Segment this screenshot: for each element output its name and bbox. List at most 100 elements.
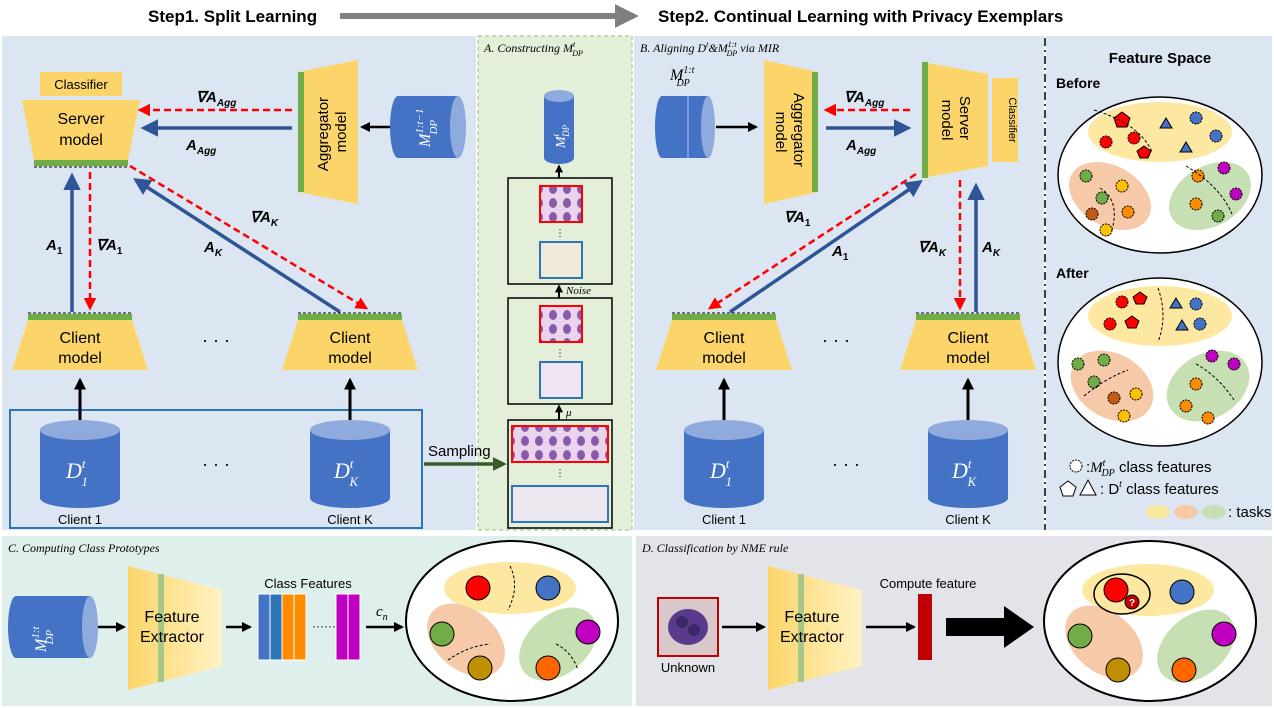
svg-text:Extractor: Extractor	[140, 629, 205, 646]
svg-text:A1: A1	[831, 243, 849, 263]
grad-ak-label: ∇AK	[250, 209, 279, 229]
step2-title: Step2. Continual Learning with Privacy E…	[658, 7, 1063, 26]
svg-text:∇AAgg: ∇AAgg	[844, 89, 884, 109]
svg-text:∇A1: ∇A1	[784, 209, 811, 229]
feature-space-title: Feature Space	[1109, 50, 1212, 67]
client-model-k: Client model	[282, 312, 418, 370]
svg-text:Client 1: Client 1	[702, 512, 746, 527]
svg-text:······: ······	[312, 619, 336, 633]
step1-title: Step1. Split Learning	[148, 7, 317, 26]
question-mark: ?	[1129, 598, 1135, 609]
before-points	[1079, 109, 1243, 237]
ak-label: AK	[203, 239, 223, 259]
sampled-images-box	[507, 419, 613, 529]
aggregator-shape-b	[764, 60, 818, 204]
panel-c-title: C. Computing Class Prototypes	[8, 541, 160, 555]
noise-label: Noise	[565, 285, 591, 297]
svg-text:model: model	[328, 350, 372, 367]
svg-text:· · ·: · · ·	[832, 454, 860, 474]
svg-text:: Dt class features: : Dt class features	[1100, 479, 1219, 498]
panel-d: D. Classification by NME rule Unknown Fe…	[641, 540, 1257, 702]
feature-extractor-d	[768, 566, 862, 690]
svg-text:Client K: Client K	[945, 512, 991, 527]
svg-text:Feature: Feature	[784, 609, 839, 626]
svg-text:Aggregator model: Aggregator model	[772, 93, 807, 171]
classifier-label: Classifier	[54, 77, 108, 92]
svg-text:· · ·: · · ·	[822, 330, 850, 350]
server-model-shape-b	[922, 62, 988, 178]
client-model-1-b: Client model	[656, 312, 792, 370]
svg-text:Feature: Feature	[144, 609, 199, 626]
svg-text:Dt1: Dt1	[709, 456, 732, 489]
svg-text:Dt1: Dt1	[65, 456, 88, 489]
aggregator-label: Aggregator model	[315, 93, 350, 171]
svg-text:Extractor: Extractor	[780, 629, 845, 646]
memory-stack-cylinders	[655, 96, 715, 158]
svg-text:∇AK: ∇AK	[918, 239, 947, 259]
noisy-exemplar-box	[507, 177, 613, 285]
svg-text:DtK: DtK	[333, 456, 360, 489]
unknown-feature-bar	[918, 594, 932, 660]
svg-text:⋮: ⋮	[555, 468, 565, 479]
legend-dashed-circle-icon	[1069, 459, 1083, 473]
a1-label: A1	[45, 237, 63, 257]
svg-text:DtK: DtK	[951, 456, 978, 489]
svg-text:Server model: Server model	[938, 96, 973, 144]
classifier-box-b	[992, 78, 1018, 162]
feature-bar-1	[257, 593, 271, 661]
legend-pentagon-icon	[1059, 480, 1077, 497]
server-label-1: Server	[57, 111, 105, 128]
client-1-label: Client 1	[58, 512, 102, 527]
legend-task-orange	[1174, 505, 1198, 519]
grad-ak-arrow	[129, 164, 369, 310]
before-label: Before	[1056, 75, 1101, 91]
feature-bar-4	[293, 593, 307, 661]
class-features-label: Class Features	[264, 576, 352, 591]
feature-bar-6	[347, 593, 361, 661]
feature-bar-5	[335, 593, 349, 661]
svg-text:M1:tDP: M1:tDP	[30, 626, 56, 653]
panel-d-title: D. Classification by NME rule	[641, 541, 789, 555]
legend-task-yellow	[1146, 505, 1170, 519]
svg-text:model: model	[946, 350, 990, 367]
svg-text:⋮: ⋮	[555, 348, 565, 359]
client-data-box	[9, 409, 423, 529]
compute-feature-label: Compute feature	[880, 576, 977, 591]
big-arrow	[946, 606, 1034, 648]
svg-text:Client: Client	[948, 330, 989, 347]
svg-text:model: model	[702, 350, 746, 367]
legend-task-green	[1202, 505, 1226, 519]
feature-space: Feature Space Before	[1056, 50, 1271, 521]
server-model-shape	[22, 100, 140, 160]
client-ellipsis: · · ·	[202, 330, 230, 350]
mu-label: μ	[565, 407, 572, 419]
aggregator-shape	[298, 60, 358, 204]
ak-arrow	[133, 178, 341, 314]
legend-triangle-icon	[1079, 478, 1097, 496]
server-green-bar	[34, 160, 128, 166]
after-label: After	[1056, 265, 1089, 281]
feature-bar-3	[281, 593, 295, 661]
svg-text:AAgg: AAgg	[845, 137, 876, 157]
svg-text:Client: Client	[60, 330, 101, 347]
header: Step1. Split Learning Step2. Continual L…	[148, 4, 1063, 29]
svg-text:Client: Client	[704, 330, 745, 347]
svg-text:⋮: ⋮	[555, 228, 565, 239]
svg-text:model: model	[58, 350, 102, 367]
grad-a1-label: ∇A1	[96, 237, 123, 257]
feature-bar-2	[269, 593, 283, 661]
svg-text:cn: cn	[376, 604, 388, 623]
svg-text:Classifier: Classifier	[1006, 97, 1018, 143]
server-label-2: model	[59, 132, 103, 149]
svg-text:A. Constructing MMtDP: A. Constructing MMtDP	[551, 124, 571, 149]
